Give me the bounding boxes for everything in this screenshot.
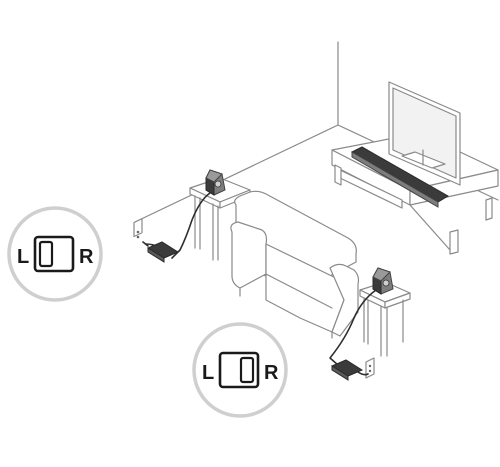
- rear-speaker-left: [205, 169, 226, 196]
- rear-speaker-right: [372, 267, 394, 295]
- power-adapter-left: [142, 192, 211, 263]
- switch-label-right: R: [264, 362, 279, 384]
- soundbar: [350, 146, 449, 208]
- switch-callout-left: L R: [7, 206, 103, 302]
- switch-label-left: L: [17, 246, 29, 268]
- side-table-right: [359, 281, 411, 357]
- power-adapter-right: [329, 289, 377, 381]
- wall-outlet-right: [365, 357, 375, 379]
- wall-outlet-left: [133, 218, 143, 239]
- switch-label-left: L: [202, 362, 214, 384]
- switch-callout-right: L R: [192, 322, 288, 418]
- television: [388, 81, 461, 186]
- sofa: [230, 190, 360, 339]
- switch-rocker-right-position: [239, 356, 255, 384]
- switch-label-right: R: [79, 246, 94, 268]
- switch-rocker-left-position: [38, 240, 54, 268]
